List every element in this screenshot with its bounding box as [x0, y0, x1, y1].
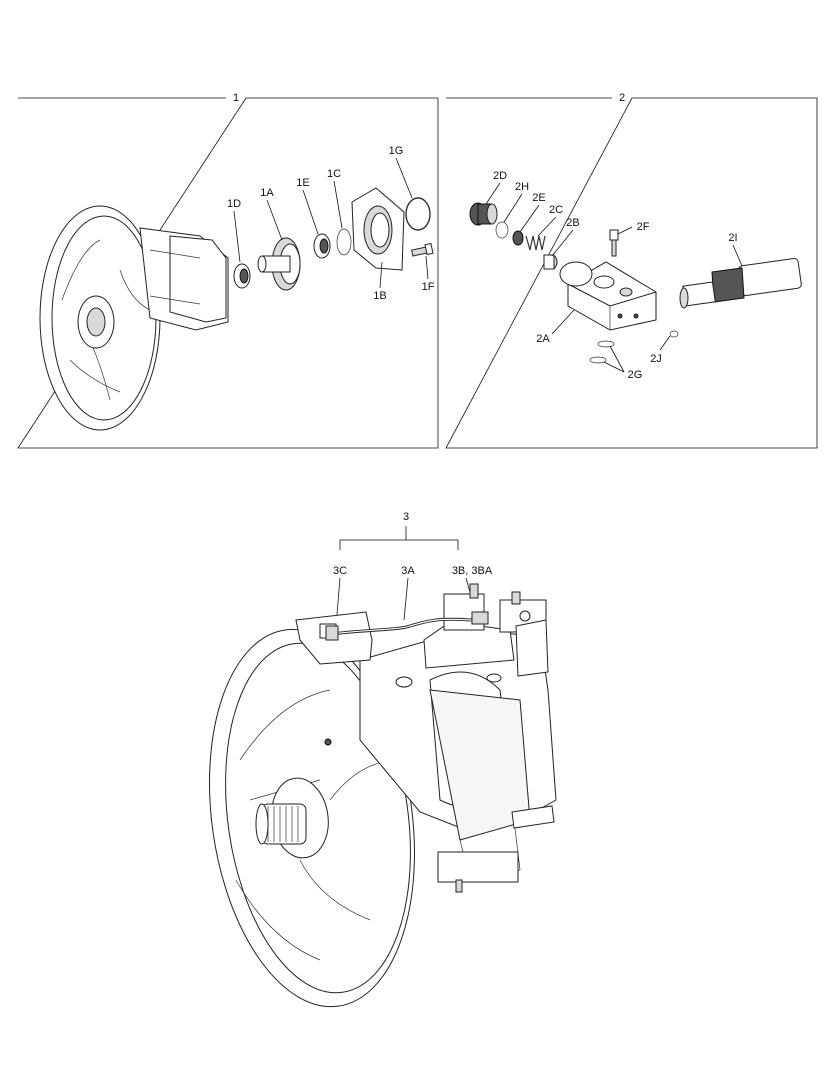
callout-2J: 2J [650, 353, 662, 365]
callout-2G: 2G [628, 369, 643, 381]
part-2A [559, 261, 657, 331]
callout-3C: 3C [333, 565, 347, 577]
callout-3B: 3B, 3BA [452, 565, 493, 577]
pump-housing-drawing [39, 205, 229, 431]
callout-3A: 3A [401, 565, 415, 577]
callout-2H: 2H [515, 181, 529, 193]
part-1B [351, 187, 405, 271]
part-2B [543, 254, 558, 270]
part-2I [679, 257, 802, 309]
callout-1A: 1A [260, 187, 274, 199]
part-1A [257, 237, 301, 291]
part-2J [669, 330, 679, 338]
callout-2D: 2D [493, 170, 507, 182]
panel-2-number: 2 [619, 92, 625, 104]
callout-1D: 1D [227, 198, 241, 210]
part-2G [589, 340, 615, 364]
part-1F [411, 242, 434, 257]
part-2C [525, 235, 546, 251]
panel-1: 1 [17, 92, 439, 449]
panel-3-number: 3 [403, 511, 409, 523]
callout-2A: 2A [536, 333, 550, 345]
pump-assembly-drawing [209, 583, 557, 1008]
part-1D [233, 263, 251, 289]
callout-2B: 2B [566, 217, 579, 229]
callout-1F: 1F [422, 281, 435, 293]
callout-2I: 2I [728, 232, 737, 244]
part-2D [469, 202, 498, 226]
part-1C [336, 228, 352, 256]
callout-1E: 1E [296, 177, 309, 189]
part-2E [512, 230, 524, 246]
callout-2C: 2C [549, 204, 563, 216]
part-1E [313, 233, 331, 259]
part-1G [405, 197, 431, 231]
callout-1B: 1B [373, 290, 386, 302]
panel-2: 2 [445, 92, 818, 449]
panel-1-number: 1 [233, 92, 239, 104]
callout-2E: 2E [532, 192, 545, 204]
panel-3: 3 3C 3A 3B, 3BA [209, 511, 557, 1008]
part-2F [609, 229, 619, 257]
part-2H [495, 221, 509, 239]
callout-2F: 2F [637, 221, 650, 233]
callout-1G: 1G [389, 145, 404, 157]
callout-1C: 1C [327, 168, 341, 180]
